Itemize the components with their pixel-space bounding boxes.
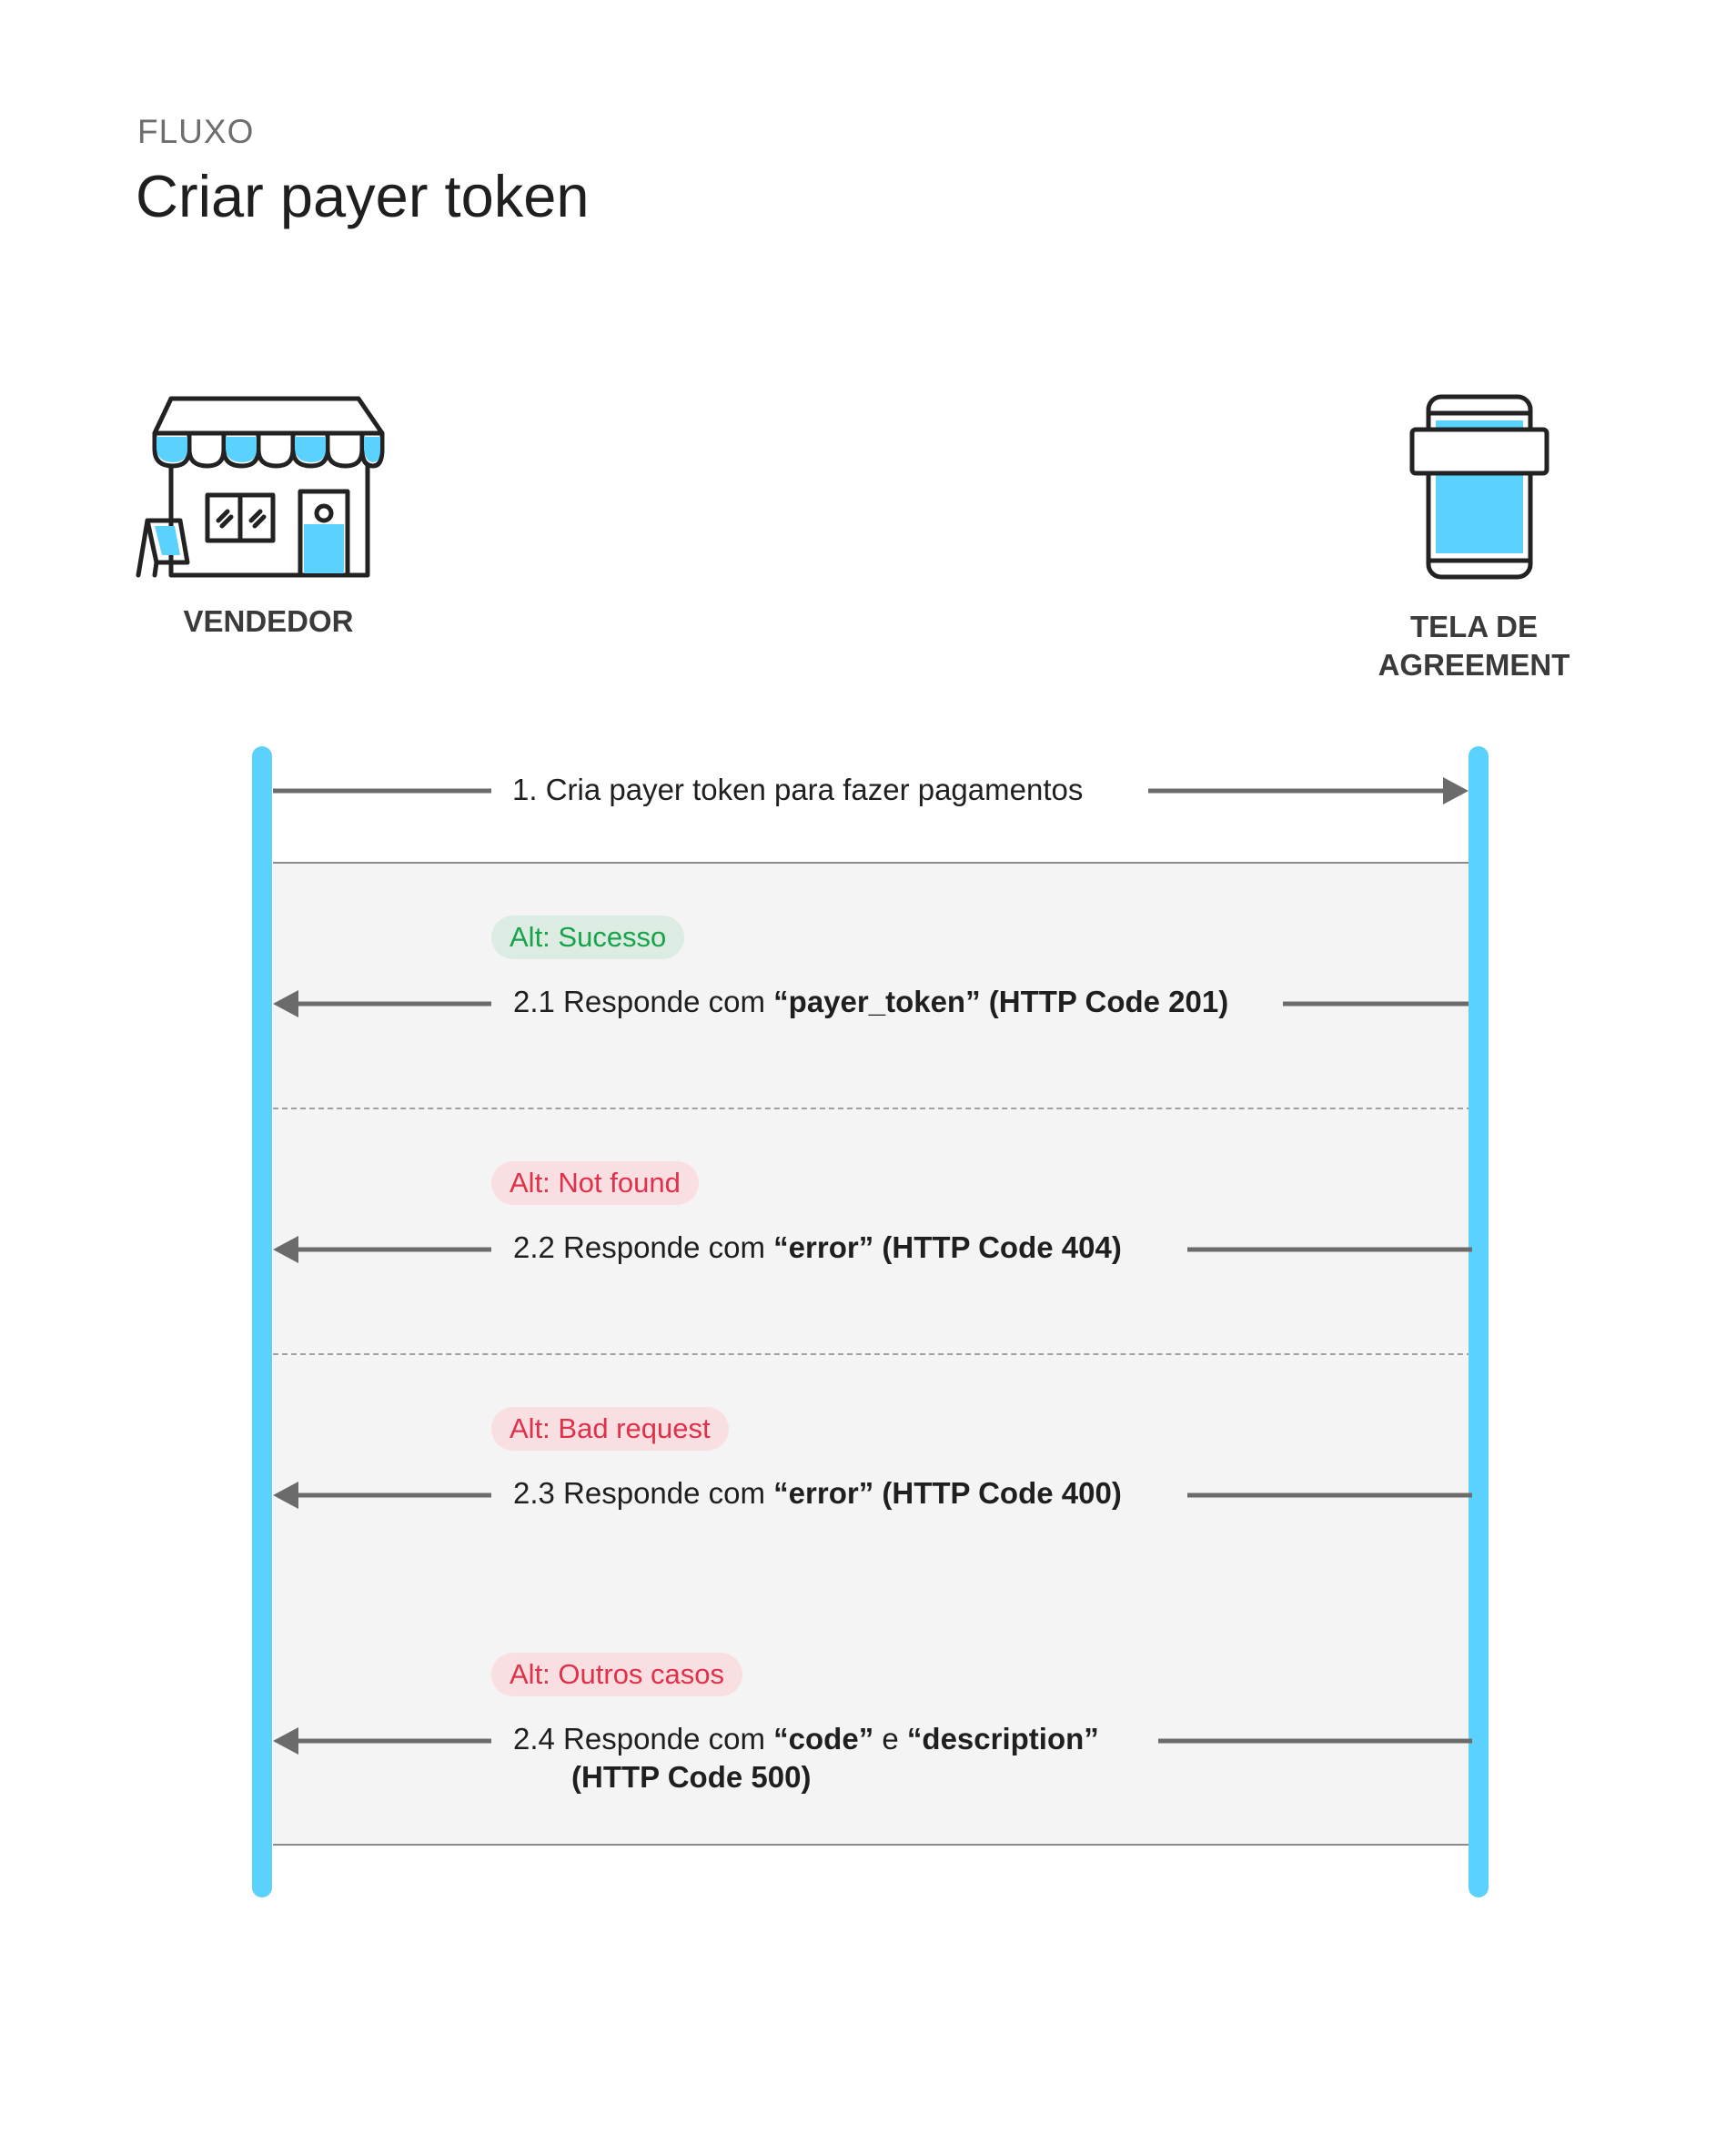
message-2-2-label: 2.2 Responde com “error” (HTTP Code 404) bbox=[513, 1229, 1122, 1267]
message-2-1-label: 2.1 Responde com “payer_token” (HTTP Cod… bbox=[513, 983, 1228, 1021]
actor-label-line1: TELA DE bbox=[1410, 610, 1538, 643]
actor-label-vendor: VENDEDOR bbox=[183, 604, 354, 638]
page-title: Criar payer token bbox=[136, 163, 590, 229]
message-bold: “code” bbox=[773, 1722, 874, 1756]
alt-divider bbox=[273, 1353, 1472, 1355]
message-text: 2.1 Responde com bbox=[513, 985, 774, 1018]
alt-badge-success: Alt: Sucesso bbox=[491, 916, 685, 959]
arrowhead-left bbox=[273, 1727, 298, 1755]
message-bold: “payer_token” (HTTP Code 201) bbox=[773, 985, 1229, 1018]
message-bold: “error” (HTTP Code 404) bbox=[773, 1230, 1122, 1264]
message-1-label: 1. Cria payer token para fazer pagamento… bbox=[512, 773, 1084, 806]
arrowhead-left bbox=[273, 990, 298, 1017]
alt-badge-other-cases: Alt: Outros casos bbox=[491, 1653, 743, 1696]
message-text: 2.4 Responde com bbox=[513, 1722, 774, 1756]
arrowhead-left bbox=[273, 1482, 298, 1509]
message-text: 2.3 Responde com bbox=[513, 1476, 774, 1510]
message-bold: “description” bbox=[906, 1722, 1099, 1756]
alt-badge-not-found: Alt: Not found bbox=[491, 1161, 699, 1205]
alt-divider bbox=[273, 1108, 1472, 1109]
message-2-4-label-line2: (HTTP Code 500) bbox=[571, 1760, 812, 1794]
message-bold: “error” (HTTP Code 400) bbox=[773, 1476, 1122, 1510]
storefront-icon bbox=[136, 396, 385, 578]
arrowhead-right bbox=[1443, 777, 1469, 804]
alt-badge-bad-request: Alt: Bad request bbox=[491, 1407, 729, 1451]
message-text: e bbox=[873, 1722, 907, 1756]
flow-eyebrow: FLUXO bbox=[137, 113, 255, 150]
lifeline-vendor bbox=[252, 746, 272, 1897]
message-text: 2.2 Responde com bbox=[513, 1230, 774, 1264]
actor-label-line2: AGREEMENT bbox=[1378, 648, 1570, 682]
message-2-3-label: 2.3 Responde com “error” (HTTP Code 400) bbox=[513, 1474, 1122, 1513]
actor-label-agreement-screen: TELA DE AGREEMENT bbox=[1337, 608, 1610, 684]
arrowhead-left bbox=[273, 1236, 298, 1263]
message-2-4-label: 2.4 Responde com “code” e “description” bbox=[513, 1720, 1099, 1758]
mobile-phone-icon bbox=[1409, 394, 1549, 580]
lifeline-agreement-screen bbox=[1469, 746, 1489, 1897]
